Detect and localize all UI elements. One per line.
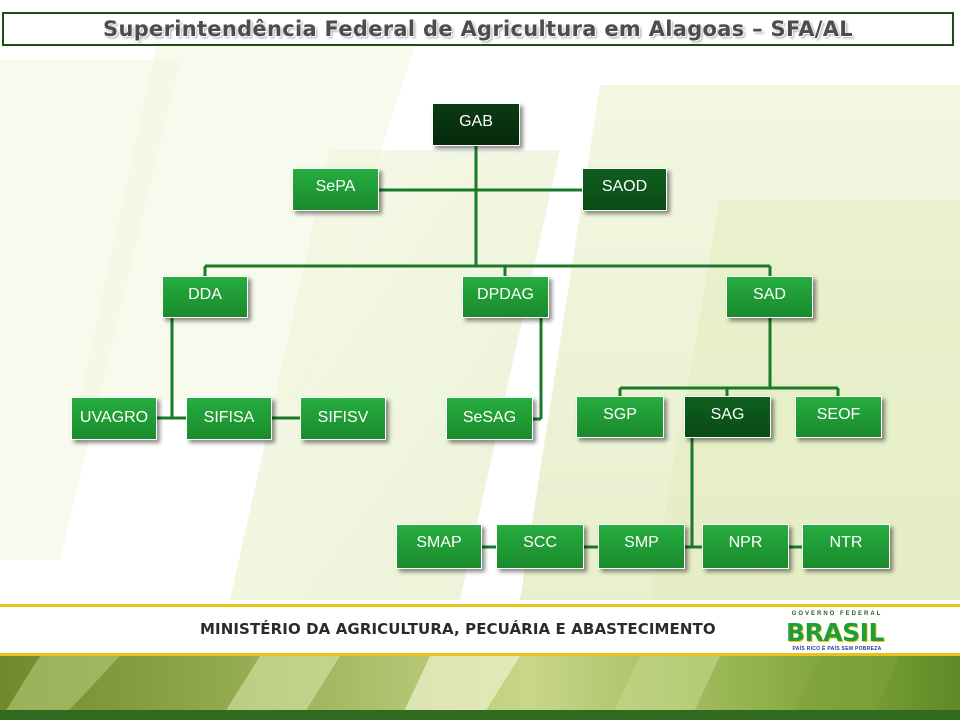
ministry-name: MINISTÉRIO DA AGRICULTURA, PECUÁRIA E AB…	[200, 620, 716, 638]
node-sag: SAG	[684, 396, 771, 438]
node-sesag: SeSAG	[446, 397, 533, 440]
logo-tagline: PAÍS RICO É PAÍS SEM POBREZA	[792, 646, 882, 652]
node-dda: DDA	[162, 276, 248, 318]
node-smap: SMAP	[396, 524, 482, 569]
node-smp: SMP	[598, 524, 685, 569]
node-ntr: NTR	[802, 524, 890, 569]
node-sifisa: SIFISA	[186, 397, 272, 440]
logo-government-label: GOVERNO FEDERAL	[791, 611, 883, 617]
node-sad: SAD	[726, 276, 813, 318]
node-uvagro: UVAGRO	[71, 397, 157, 440]
node-sgp: SGP	[576, 396, 664, 438]
page-title: Superintendência Federal de Agricultura …	[103, 17, 853, 41]
node-sifisv: SIFISV	[300, 397, 386, 440]
node-saod: SAOD	[582, 168, 667, 211]
node-sepa: SePA	[292, 168, 379, 211]
logo-wordmark: BRASIL	[786, 618, 884, 647]
brasil-logo: GOVERNO FEDERAL BRASIL PAÍS RICO É PAÍS …	[782, 611, 892, 653]
bottom-decorative-strip	[0, 656, 960, 720]
node-dpdag: DPDAG	[462, 276, 549, 318]
node-npr: NPR	[702, 524, 789, 569]
title-bar: Superintendência Federal de Agricultura …	[2, 12, 954, 46]
node-seof: SEOF	[795, 396, 882, 438]
node-scc: SCC	[496, 524, 584, 569]
footer-band	[0, 604, 960, 656]
node-gab: GAB	[432, 103, 520, 146]
